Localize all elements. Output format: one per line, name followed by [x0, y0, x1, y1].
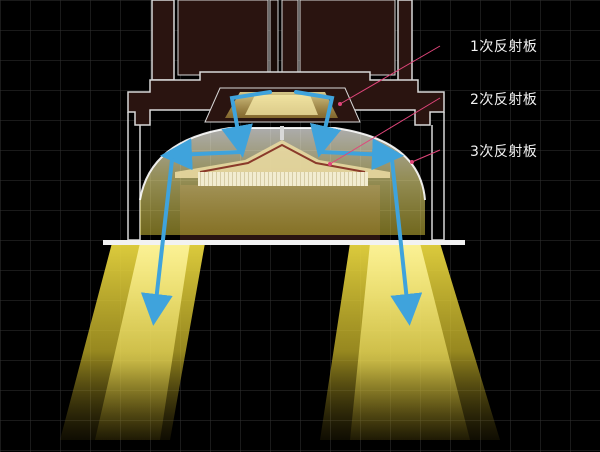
- leader-line-1: [339, 45, 441, 105]
- label-reflector-1: 1次反射板: [470, 39, 538, 55]
- leader-line-2: [329, 97, 441, 165]
- arrow-mid-right: [320, 138, 404, 171]
- arrow-upper-left: [221, 90, 272, 158]
- leader-dots: [328, 102, 414, 166]
- label-reflector-3: 3次反射板: [470, 144, 538, 160]
- leader-line-3: [411, 149, 441, 163]
- reflector-2: [175, 126, 390, 186]
- arrow-mid-left: [160, 138, 242, 171]
- light-beam-left-core: [95, 243, 190, 440]
- light-beams: [60, 243, 500, 440]
- arrow-down-right: [390, 158, 423, 326]
- light-path-arrows: [140, 90, 423, 326]
- arrow-down-left: [140, 158, 174, 326]
- label-reflector-2: 2次反射板: [470, 92, 538, 108]
- arrow-upper-right: [294, 90, 342, 158]
- leader-lines: [329, 45, 441, 165]
- light-beam-right-core: [350, 243, 470, 440]
- reflector-1: [204, 87, 361, 123]
